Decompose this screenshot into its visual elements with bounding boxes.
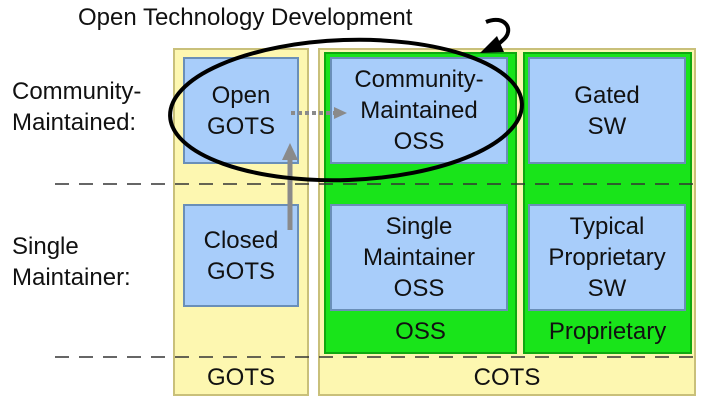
diagram-title: Open Technology Development	[78, 4, 413, 31]
title-pointer-arrow	[485, 18, 511, 50]
row-label-single-maintainer: Single Maintainer:	[12, 233, 131, 291]
gots-panel-label: GOTS	[206, 364, 275, 391]
cell-community-maintained-oss: Community- Maintained OSS	[330, 57, 508, 164]
cots-panel-label: COTS	[473, 364, 541, 391]
title-pointer-arrow-head	[480, 36, 504, 53]
cell-gated-sw: Gated SW	[528, 57, 686, 164]
cell-typical-proprietary-sw: Typical Proprietary SW	[528, 204, 686, 311]
row-label-community-maintained: Community- Maintained:	[12, 78, 142, 136]
cell-single-maintainer-oss: Single Maintainer OSS	[330, 204, 508, 311]
oss-panel-label: OSS	[395, 318, 446, 345]
proprietary-panel-label: Proprietary	[548, 318, 667, 345]
arrow-open-gots-to-community-oss-head	[334, 107, 347, 119]
open-technology-development-ellipse	[168, 37, 524, 183]
cell-closed-gots: Closed GOTS	[183, 204, 299, 307]
arrow-closed-to-open-gots-head	[282, 143, 298, 160]
